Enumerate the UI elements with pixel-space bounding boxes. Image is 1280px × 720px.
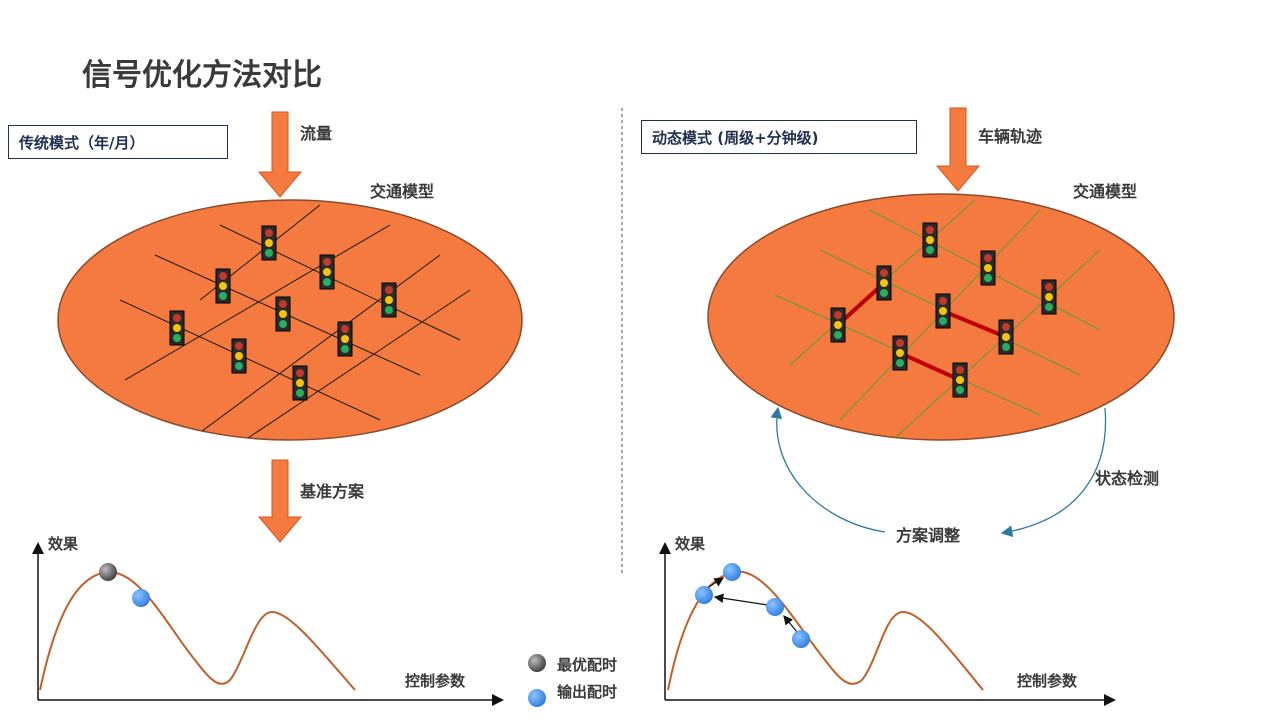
left-effect-chart (32, 542, 504, 706)
traditional-mode-box: 传统模式（年/月） (8, 125, 228, 159)
baseline-plan-label: 基准方案 (300, 482, 365, 501)
output-point (132, 589, 150, 607)
dynamic-mode-box: 动态模式 (周级+分钟级) (641, 120, 917, 154)
optimal-point (99, 563, 117, 581)
left-chart-y-label: 效果 (48, 535, 79, 553)
state-detection-arrow (1000, 407, 1107, 538)
left-model-label: 交通模型 (370, 182, 435, 201)
plan-adjust-arrow (770, 406, 886, 533)
legend-output-marker (528, 689, 546, 707)
traffic-light-icon (876, 265, 892, 301)
left-chart-x-label: 控制参数 (405, 672, 466, 690)
flow-arrow-icon (257, 111, 303, 198)
traffic-light-icon (1041, 279, 1057, 315)
traffic-light-icon (261, 225, 277, 261)
legend-output-label: 输出配时 (557, 683, 618, 701)
traffic-light-icon (337, 321, 353, 357)
traffic-light-icon (319, 254, 335, 290)
traffic-light-icon (998, 319, 1014, 355)
right-model-label: 交通模型 (1073, 182, 1138, 201)
output-point (792, 630, 810, 648)
plan-adjust-label: 方案调整 (896, 526, 961, 545)
traffic-light-icon (231, 338, 247, 374)
traffic-light-icon (215, 268, 231, 304)
traffic-light-icon (381, 282, 397, 318)
legend-optimal-marker (528, 654, 546, 672)
traffic-light-icon (275, 296, 291, 332)
legend-optimal-label: 最优配时 (557, 656, 618, 674)
traffic-light-icon (892, 335, 908, 371)
traffic-light-icon (292, 365, 308, 401)
right-effect-chart (659, 542, 1116, 706)
output-point (695, 586, 713, 604)
right-chart-y-label: 效果 (675, 535, 706, 553)
output-point (766, 598, 784, 616)
state-detection-label: 状态检测 (1095, 469, 1160, 488)
right-chart-x-label: 控制参数 (1017, 672, 1078, 690)
baseline-arrow-icon (257, 459, 303, 543)
traffic-light-icon (169, 310, 185, 346)
left-traffic-model (57, 199, 523, 441)
flow-label: 流量 (300, 124, 333, 143)
traffic-light-icon (830, 307, 846, 343)
traffic-light-icon (935, 293, 951, 329)
right-traffic-model (707, 193, 1175, 441)
vehicle-trajectory-label: 车辆轨迹 (978, 127, 1043, 146)
page-title: 信号优化方法对比 (82, 58, 322, 93)
traffic-light-icon (980, 250, 996, 286)
traffic-light-icon (952, 362, 968, 398)
trajectory-arrow-icon (935, 107, 981, 192)
traffic-light-icon (922, 222, 938, 258)
optimized-route (836, 281, 1007, 382)
output-point (723, 563, 741, 581)
